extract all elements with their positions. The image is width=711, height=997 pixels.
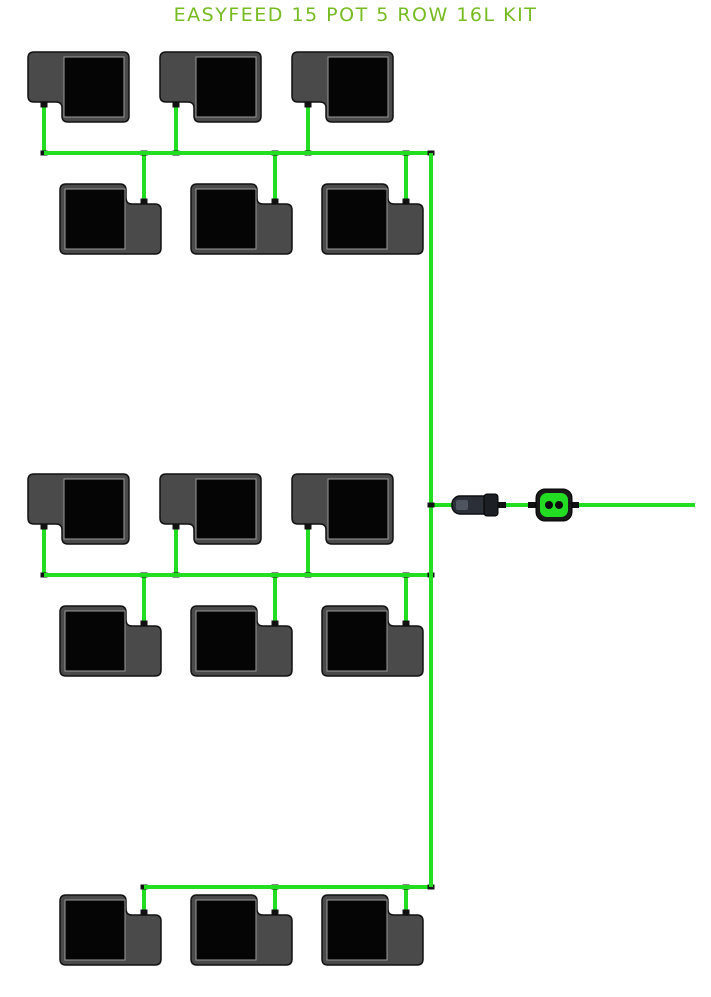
pot-array <box>27 51 424 966</box>
easyfeed-controller-icon <box>528 488 579 522</box>
pot-2 <box>159 51 262 123</box>
pot-10 <box>59 605 162 677</box>
pot-9 <box>291 473 394 545</box>
pot-insert <box>326 188 388 250</box>
controller-face <box>540 493 568 517</box>
pipe-connector <box>427 502 435 508</box>
pot-insert <box>195 56 257 118</box>
pipe-connector <box>271 198 279 204</box>
pot-15 <box>321 894 424 966</box>
controller-fitting-left <box>528 502 536 508</box>
pot-6 <box>321 183 424 255</box>
pot-insert <box>64 188 126 250</box>
pot-14 <box>190 894 293 966</box>
valve-fitting <box>498 502 506 508</box>
pipe-connector <box>140 198 148 204</box>
pot-insert <box>195 899 257 961</box>
pot-13 <box>59 894 162 966</box>
pipe-connector <box>140 909 148 915</box>
pipe-connector <box>304 102 312 108</box>
pot-insert <box>64 899 126 961</box>
pot-insert <box>327 56 389 118</box>
pipe-connector <box>271 909 279 915</box>
pipe-connector <box>172 524 180 530</box>
pipe-connector <box>40 102 48 108</box>
pipe-connector <box>140 620 148 626</box>
controller-port-left <box>545 501 553 509</box>
pot-insert <box>63 478 125 540</box>
pot-insert <box>327 478 389 540</box>
pot-1 <box>27 51 130 123</box>
pot-8 <box>159 473 262 545</box>
pipe-connector <box>40 524 48 530</box>
valve-cap <box>483 493 499 517</box>
pipe-connector <box>402 198 410 204</box>
feed-devices <box>451 488 579 522</box>
pipe-connector <box>402 909 410 915</box>
tap-connector-icon <box>451 493 506 517</box>
pot-insert <box>326 610 388 672</box>
pot-5 <box>190 183 293 255</box>
pot-7 <box>27 473 130 545</box>
pot-insert <box>63 56 125 118</box>
pot-12 <box>321 605 424 677</box>
pot-insert <box>195 478 257 540</box>
pot-4 <box>59 183 162 255</box>
pot-insert <box>64 610 126 672</box>
pot-3 <box>291 51 394 123</box>
pot-insert <box>195 188 257 250</box>
pot-insert <box>195 610 257 672</box>
pipe-connector <box>172 102 180 108</box>
pipe-connector <box>304 524 312 530</box>
controller-port-right <box>555 501 563 509</box>
valve-grip <box>456 500 468 510</box>
pot-11 <box>190 605 293 677</box>
controller-fitting-right <box>571 502 579 508</box>
pot-insert <box>326 899 388 961</box>
page-title: EASYFEED 15 POT 5 ROW 16L KIT <box>173 4 538 26</box>
pipe-connector <box>402 620 410 626</box>
pipe-connector <box>271 620 279 626</box>
pipe-network <box>40 102 695 915</box>
